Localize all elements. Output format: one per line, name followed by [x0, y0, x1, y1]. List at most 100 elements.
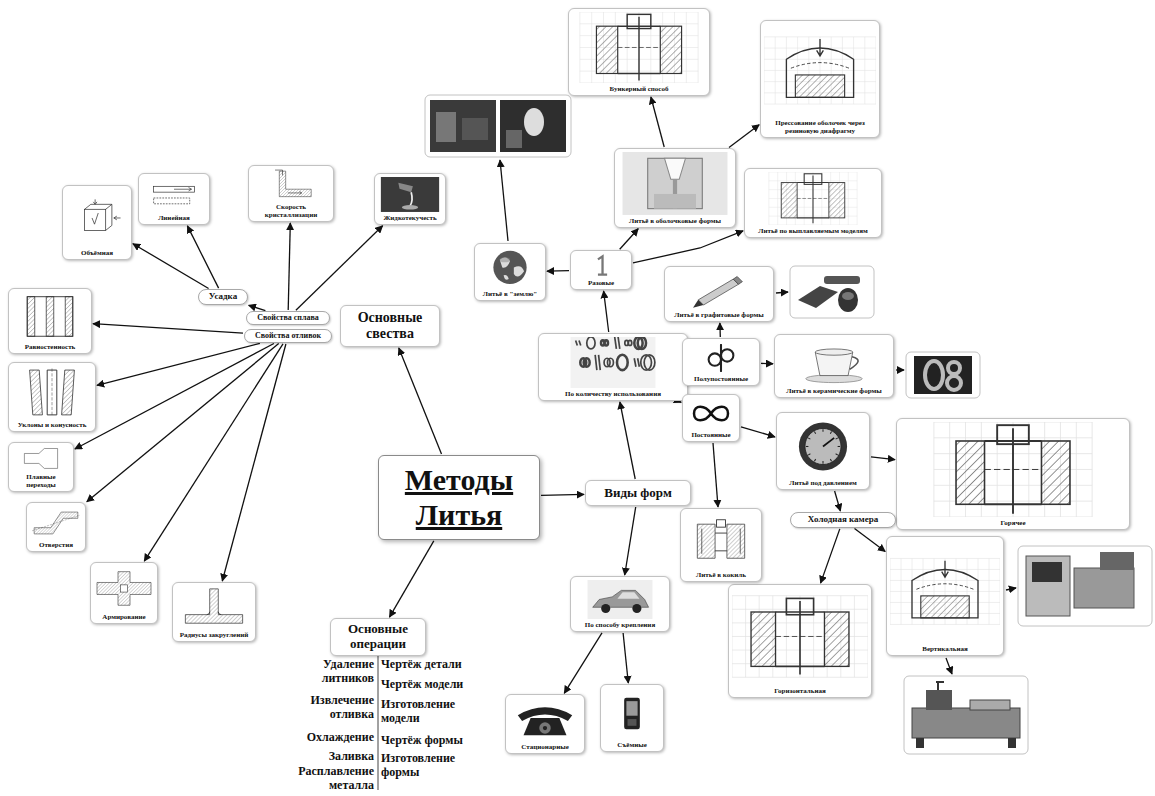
illustration-shape [398, 183, 413, 192]
node-label: Литьё по выплавляемым моделям [748, 227, 878, 235]
node-illustration [66, 189, 128, 247]
label-slot: Заливка [280, 749, 374, 763]
illustration-shape [709, 353, 721, 365]
node-label: Бункерный способ [572, 85, 706, 93]
illustration-shape [518, 707, 572, 721]
illustration-shape [694, 407, 728, 421]
illustration-shape [764, 36, 876, 37]
illustration-shape [797, 176, 829, 224]
node-illustration [30, 506, 82, 539]
illustration-shape [764, 104, 876, 105]
illustration-shape [732, 596, 868, 678]
illustration-shape [702, 529, 740, 554]
graphite-mould-photo [790, 266, 874, 318]
illustration-shape [693, 300, 703, 308]
node-label: Свойства отливок [248, 332, 328, 341]
label-slot: Удаление литников [280, 657, 374, 685]
label-slot: Изготовление формы [381, 751, 481, 779]
illustration-shape [934, 516, 1092, 517]
illustration-shape [632, 604, 641, 613]
illustration-shape [1026, 556, 1070, 616]
node-illustration [900, 422, 1126, 517]
illustration-shape [916, 738, 924, 748]
topic-box: Основные свества [340, 305, 440, 347]
illustration-shape [751, 612, 775, 666]
connector-arrow [547, 270, 569, 272]
node-label: Отверстия [30, 541, 82, 549]
node-label: По способу крепления [574, 621, 666, 629]
node-label: Постоянные [686, 431, 736, 439]
illustration-shape [462, 118, 488, 140]
connector-arrow [620, 229, 639, 250]
illustration-shape [732, 677, 868, 678]
label-slot: Извлечение отливка [280, 693, 374, 721]
illustration-shape [628, 340, 632, 345]
illustration-shape [500, 258, 524, 280]
illustration-shape [1100, 552, 1134, 570]
illustration-shape [154, 198, 190, 204]
illustration-shape [638, 358, 640, 366]
illustration-shape [925, 361, 943, 389]
illustration-shape [571, 337, 656, 388]
illustration-shape [817, 39, 824, 56]
node-label: Литьё под давлением [780, 479, 866, 487]
picture-node: Литьё в кокиль [680, 508, 762, 582]
operation-step: Удаление литников [280, 657, 374, 685]
connector-arrow [564, 633, 602, 693]
node-label: Горячее [900, 519, 1126, 527]
node-label: Армирование [94, 613, 154, 621]
connector-arrow [93, 324, 243, 334]
node-label: Съёмные [604, 741, 660, 749]
illustration-shape [764, 37, 876, 104]
operation-step: Чертёж модели [381, 677, 481, 691]
illustration-shape [85, 204, 112, 230]
illustration-shape [904, 676, 1028, 754]
illustration-shape [579, 340, 581, 345]
picture-node: Разовые [570, 250, 632, 290]
picture-node: Постоянные [682, 394, 740, 442]
node-label: Горизонтальная [732, 687, 868, 695]
illustration-shape [776, 636, 825, 637]
illustration-shape [524, 108, 544, 136]
illustration-shape [934, 422, 1092, 517]
picture-node: Скорость кристаллизации [248, 165, 334, 222]
illustration-shape [114, 216, 121, 220]
connector-arrow [651, 97, 664, 147]
node-illustration [572, 12, 706, 83]
illustration-shape [721, 349, 733, 361]
illustration-shape [584, 358, 590, 366]
illustration-shape [916, 584, 973, 590]
illustration-shape [769, 224, 857, 225]
illustration-shape [595, 355, 597, 370]
illustration-shape [665, 158, 686, 179]
connector-arrow [75, 344, 274, 450]
illustration-shape [1041, 441, 1069, 504]
illustration-shape [781, 183, 797, 218]
topic-box: Свойства сплава [246, 311, 330, 325]
illustration-shape [425, 95, 571, 157]
casting-photo [425, 95, 571, 157]
illustration-shape [804, 174, 822, 185]
ceramic-mould-photo [906, 352, 980, 398]
connector-arrow [729, 125, 759, 148]
illustration-shape [27, 297, 73, 337]
illustration-shape [947, 376, 961, 390]
illustration-shape [576, 340, 578, 345]
illustration-shape [926, 690, 952, 710]
illustration-shape [936, 682, 944, 690]
illustration-shape [580, 12, 698, 83]
node-label: Уклоны и конусность [12, 421, 92, 429]
illustration-shape [617, 592, 639, 598]
illustration-shape [912, 708, 1020, 738]
node-label: Литьё в "землю" [478, 290, 542, 298]
illustration-shape [627, 14, 651, 28]
connector-arrow [144, 344, 283, 561]
node-illustration [764, 24, 876, 117]
illustration-shape [890, 591, 1000, 592]
topic-box: Основные операции [330, 618, 426, 656]
node-label: Основные операции [334, 622, 422, 652]
illustration-shape [697, 524, 744, 558]
illustration-shape [985, 428, 1042, 513]
node-illustration [12, 292, 88, 341]
illustration-shape [30, 370, 43, 415]
